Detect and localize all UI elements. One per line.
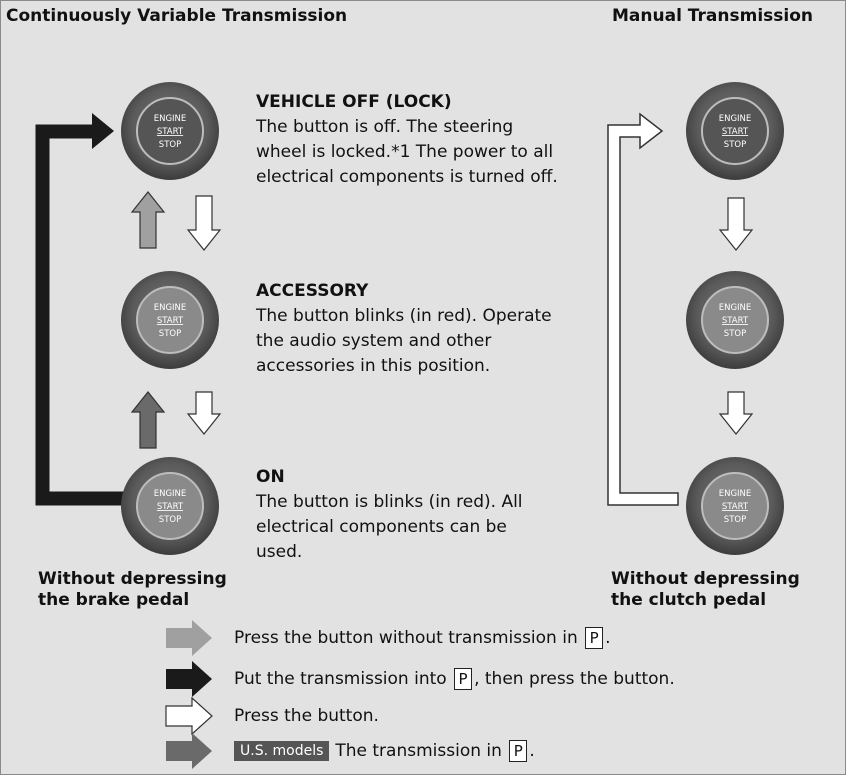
- state-description: The button is blinks (in red). All elect…: [256, 492, 523, 562]
- button-label: ENGINE: [719, 489, 752, 499]
- legend-text: Put the transmission into: [234, 669, 447, 689]
- button-label: START: [722, 502, 749, 512]
- manual-down-arrow-2: [718, 391, 754, 435]
- engine-start-stop-button-icon: ENGINE START STOP: [686, 82, 784, 180]
- manual-loop-arrow: [607, 112, 679, 506]
- legend-text: The transmission in: [335, 741, 502, 761]
- state-vehicle-off: VEHICLE OFF (LOCK) The button is off. Th…: [256, 90, 566, 190]
- engine-start-stop-button-icon: ENGINE START STOP: [121, 271, 219, 369]
- button-label: STOP: [159, 140, 181, 150]
- engine-start-stop-button-icon: ENGINE START STOP: [686, 457, 784, 555]
- header-manual: Manual Transmission: [612, 6, 814, 26]
- button-label: ENGINE: [154, 114, 187, 124]
- button-label: STOP: [724, 329, 746, 339]
- button-label: STOP: [724, 140, 746, 150]
- legend-arrow-white: [165, 696, 213, 736]
- cvt-loop-arrowhead: [92, 113, 114, 149]
- legend-text-after: , then press the button.: [474, 669, 675, 689]
- state-title: VEHICLE OFF (LOCK): [256, 92, 452, 112]
- caption-line: Without depressing: [611, 569, 800, 589]
- button-face: [136, 472, 204, 540]
- state-description: The button blinks (in red). Operate the …: [256, 306, 552, 376]
- button-label: STOP: [159, 515, 181, 525]
- button-label: START: [722, 127, 749, 137]
- state-description: The button is off. The steering wheel is…: [256, 117, 558, 187]
- legend-text-after: .: [529, 741, 535, 761]
- button-label: ENGINE: [719, 114, 752, 124]
- cvt-loop-arrow: [35, 124, 125, 506]
- state-accessory: ACCESSORY The button blinks (in red). Op…: [256, 279, 566, 379]
- cvt-up-arrow-1: [130, 191, 166, 249]
- legend-arrow-black: [166, 661, 212, 697]
- caption-line: Without depressing: [38, 569, 227, 589]
- p-box: P: [454, 668, 473, 690]
- button-label: ENGINE: [154, 489, 187, 499]
- state-title: ON: [256, 467, 285, 487]
- legend-text-after: .: [605, 628, 611, 648]
- caption-line: the brake pedal: [38, 590, 190, 610]
- cvt-down-arrow-1: [186, 195, 222, 251]
- button-label: ENGINE: [719, 303, 752, 313]
- us-models-badge: U.S. models: [234, 741, 330, 761]
- legend-row-black: Put the transmission into P, then press …: [234, 665, 675, 693]
- button-face: [136, 97, 204, 165]
- button-label: STOP: [159, 329, 181, 339]
- header-cvt: Continuously Variable Transmission: [6, 6, 348, 26]
- p-box: P: [509, 740, 528, 762]
- button-label: ENGINE: [154, 303, 187, 313]
- button-label: START: [157, 127, 184, 137]
- legend-arrow-gray: [166, 620, 212, 656]
- legend-row-white: Press the button.: [234, 702, 379, 730]
- button-face: [701, 286, 769, 354]
- engine-start-stop-button-icon: ENGINE START STOP: [686, 271, 784, 369]
- legend-text: Press the button.: [234, 706, 379, 726]
- button-label: START: [722, 316, 749, 326]
- button-label: START: [157, 316, 184, 326]
- engine-start-stop-button-icon: ENGINE START STOP: [121, 457, 219, 555]
- legend-text: Press the button without transmission in: [234, 628, 578, 648]
- button-face: [136, 286, 204, 354]
- cvt-down-arrow-2: [186, 391, 222, 435]
- caption-line: the clutch pedal: [611, 590, 767, 610]
- caption-manual: Without depressing the clutch pedal: [611, 569, 800, 611]
- button-label: STOP: [724, 515, 746, 525]
- p-box: P: [585, 627, 604, 649]
- legend-row-gray: Press the button without transmission in…: [234, 624, 611, 652]
- cvt-up-arrow-2: [130, 391, 166, 449]
- button-face: [701, 97, 769, 165]
- state-on: ON The button is blinks (in red). All el…: [256, 465, 556, 565]
- state-title: ACCESSORY: [256, 281, 369, 301]
- caption-cvt: Without depressing the brake pedal: [38, 569, 227, 611]
- button-face: [701, 472, 769, 540]
- manual-down-arrow-1: [718, 197, 754, 251]
- button-label: START: [157, 502, 184, 512]
- legend-arrow-dark-gray: [166, 733, 212, 769]
- engine-start-stop-button-icon: ENGINE START STOP: [121, 82, 219, 180]
